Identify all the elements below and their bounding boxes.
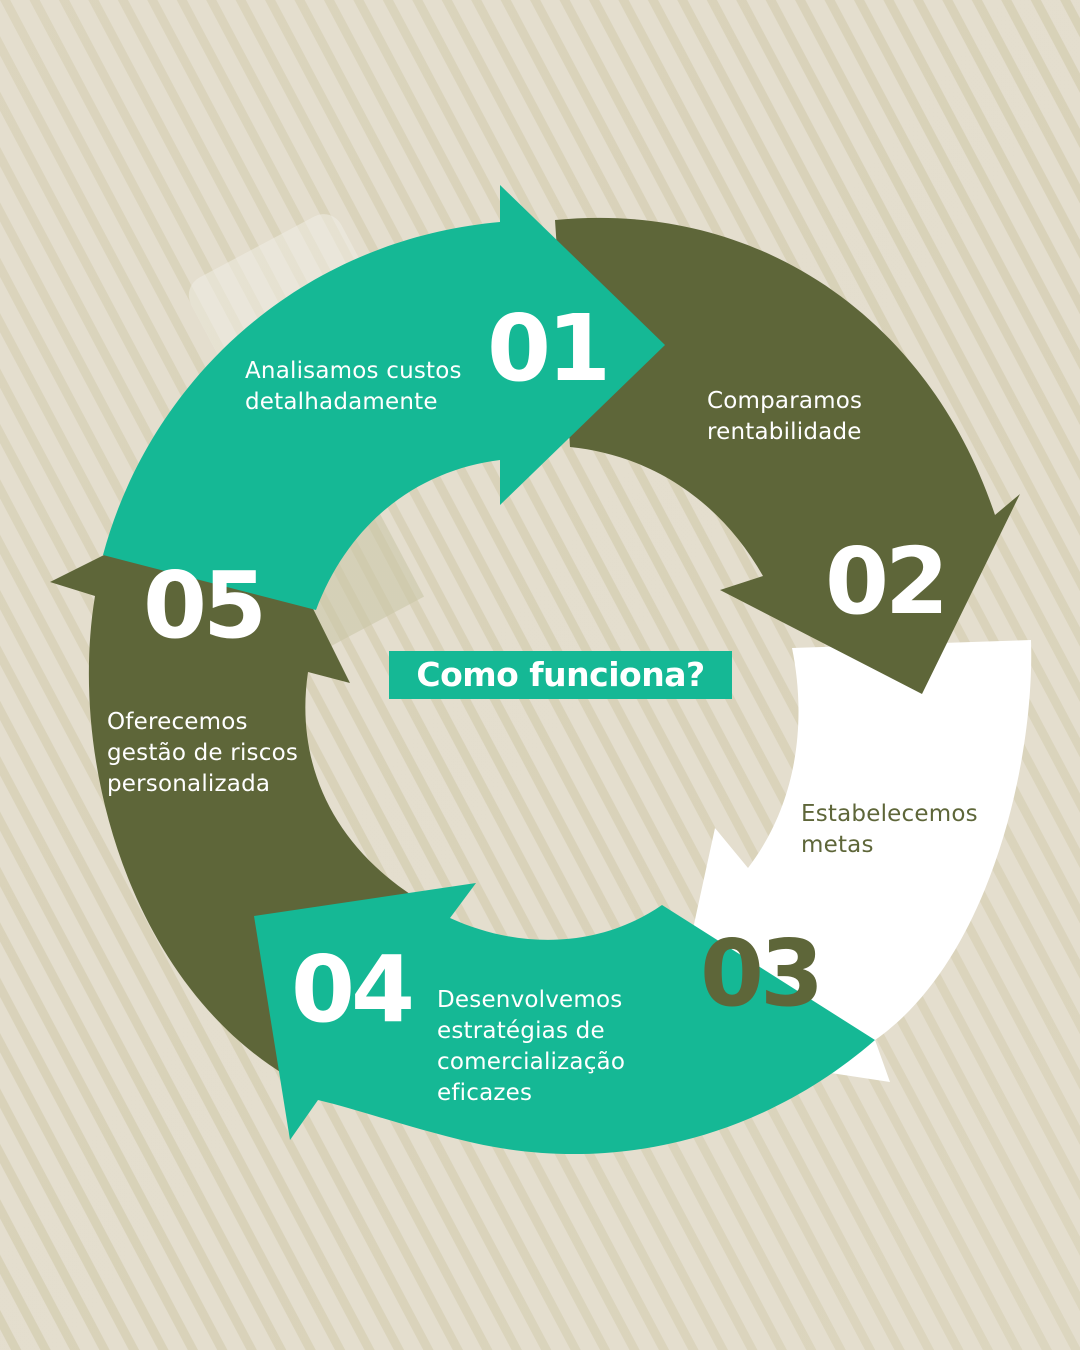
step-02-number: 02 xyxy=(825,528,949,635)
arrow-01 xyxy=(103,185,665,610)
step-03-text: Estabelecemos metas xyxy=(801,801,978,858)
step-01-text: Analisamos custos detalhadamente xyxy=(245,358,462,415)
step-05-number: 05 xyxy=(143,552,267,659)
step-01-number: 01 xyxy=(487,295,611,402)
step-02-text: Comparamos rentabilidade xyxy=(707,388,863,445)
center-title: Como funciona? xyxy=(389,651,732,699)
arrow-04 xyxy=(254,883,875,1155)
step-04-text: Desenvolvemos estratégias de comercializ… xyxy=(437,987,626,1106)
arrow-02 xyxy=(555,217,1020,695)
step-03-number: 03 xyxy=(700,920,824,1027)
step-05-text: Oferecemos gestão de riscos personalizad… xyxy=(107,709,299,797)
step-04-number: 04 xyxy=(291,936,415,1043)
